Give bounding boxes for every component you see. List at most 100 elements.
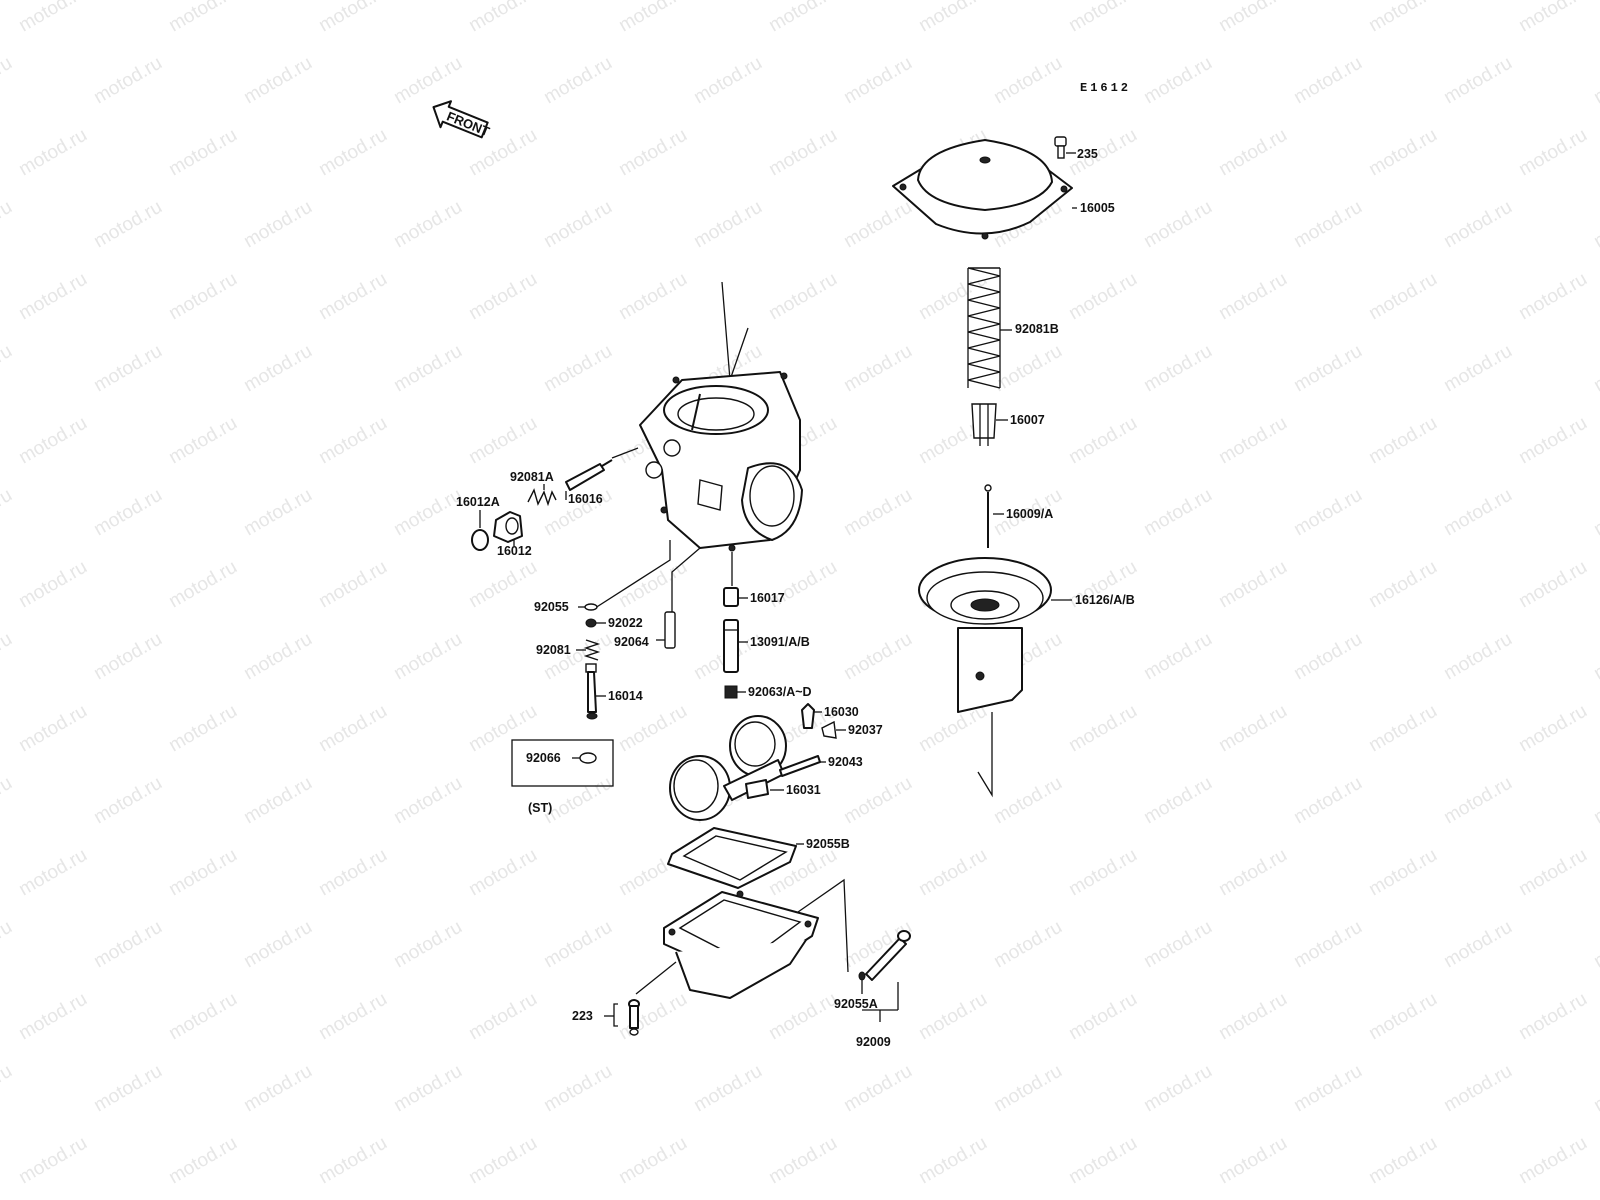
watermark-text: motod.ru <box>990 53 1065 109</box>
watermark-text: motod.ru <box>1590 197 1600 253</box>
watermark-text: motod.ru <box>390 341 465 397</box>
watermark-text: motod.ru <box>1065 1133 1140 1189</box>
watermark-text: motod.ru <box>1440 629 1515 685</box>
watermark-text: motod.ru <box>315 269 390 325</box>
watermark-text: motod.ru <box>465 413 540 469</box>
watermark-text: motod.ru <box>165 1133 240 1189</box>
watermark-text: motod.ru <box>915 845 990 901</box>
watermark-text: motod.ru <box>15 413 90 469</box>
watermark-text: motod.ru <box>1515 0 1590 36</box>
watermark-text: motod.ru <box>1515 413 1590 469</box>
watermark-text: motod.ru <box>465 701 540 757</box>
watermark-text: motod.ru <box>765 269 840 325</box>
watermark-text: motod.ru <box>1590 485 1600 541</box>
watermark-text: motod.ru <box>1065 0 1140 36</box>
watermark-text: motod.ru <box>1140 485 1215 541</box>
watermark-text: motod.ru <box>240 917 315 973</box>
watermark-text: motod.ru <box>1365 0 1440 36</box>
watermark-text: motod.ru <box>465 557 540 613</box>
watermark-text: motod.ru <box>690 1061 765 1117</box>
watermark-text: motod.ru <box>15 269 90 325</box>
watermark-text: motod.ru <box>1065 701 1140 757</box>
watermark-text: motod.ru <box>1290 53 1365 109</box>
label-92055b: 92055B <box>806 837 850 851</box>
part-16031-float <box>669 715 787 821</box>
watermark-text: motod.ru <box>1140 629 1215 685</box>
watermark-text: motod.ru <box>165 413 240 469</box>
watermark-text: motod.ru <box>1140 917 1215 973</box>
watermark-text: motod.ru <box>1590 1061 1600 1117</box>
watermark-text: motod.ru <box>1065 269 1140 325</box>
label-92043: 92043 <box>828 755 863 769</box>
part-92064-pilot-jet <box>656 611 676 649</box>
label-16126ab: 16126/A/B <box>1075 593 1135 607</box>
watermark-text: motod.ru <box>390 629 465 685</box>
label-16012: 16012 <box>497 544 532 558</box>
watermark-text: motod.ru <box>1065 989 1140 1045</box>
watermark-text: motod.ru <box>165 269 240 325</box>
watermark-text: motod.ru <box>1140 197 1215 253</box>
watermark-text: motod.ru <box>15 701 90 757</box>
part-16012-cap <box>493 511 523 546</box>
part-16030-float-valve <box>801 703 822 729</box>
label-223: 223 <box>572 1009 593 1023</box>
watermark-text: motod.ru <box>315 557 390 613</box>
watermark-text: motod.ru <box>840 485 915 541</box>
watermark-text: motod.ru <box>1215 557 1290 613</box>
watermark-text: motod.ru <box>390 53 465 109</box>
label-92055: 92055 <box>534 600 569 614</box>
watermark-text: motod.ru <box>0 485 16 541</box>
watermark-text: motod.ru <box>1515 1133 1590 1189</box>
label-92009: 92009 <box>856 1035 891 1049</box>
watermark-text: motod.ru <box>990 1061 1065 1117</box>
watermark-text: motod.ru <box>1290 485 1365 541</box>
label-16014: 16014 <box>608 689 643 703</box>
watermark-text: motod.ru <box>1215 845 1290 901</box>
watermark-text: motod.ru <box>1515 845 1590 901</box>
watermark-text: motod.ru <box>90 917 165 973</box>
watermark-text: motod.ru <box>165 0 240 36</box>
label-16012a: 16012A <box>456 495 500 509</box>
watermark-text: motod.ru <box>90 341 165 397</box>
watermark-text: motod.ru <box>540 53 615 109</box>
watermark-text: motod.ru <box>315 413 390 469</box>
label-16031: 16031 <box>786 783 821 797</box>
part-92043-pin <box>779 755 826 777</box>
watermark-text: motod.ru <box>1215 269 1290 325</box>
watermark-text: motod.ru <box>915 0 990 36</box>
watermark-text: motod.ru <box>615 269 690 325</box>
watermark-text: motod.ru <box>0 773 16 829</box>
watermark-text: motod.ru <box>615 989 690 1045</box>
watermark-text: motod.ru <box>1515 125 1590 181</box>
watermark-text: motod.ru <box>90 197 165 253</box>
watermark-text: motod.ru <box>1365 413 1440 469</box>
label-92081: 92081 <box>536 643 571 657</box>
watermark-text: motod.ru <box>1290 1061 1365 1117</box>
watermark-text: motod.ru <box>165 557 240 613</box>
diagram-code: E1612 <box>1080 81 1131 95</box>
watermark-text: motod.ru <box>765 989 840 1045</box>
watermark-text: motod.ru <box>1515 989 1590 1045</box>
watermark-text: motod.ru <box>15 1133 90 1189</box>
watermark-text: motod.ru <box>1290 197 1365 253</box>
watermark-text: motod.ru <box>615 1133 690 1189</box>
watermark-text: motod.ru <box>1590 773 1600 829</box>
watermark-text: motod.ru <box>1590 629 1600 685</box>
watermark-text: motod.ru <box>915 1133 990 1189</box>
watermark-text: motod.ru <box>0 629 16 685</box>
watermark-text: motod.ru <box>840 53 915 109</box>
watermark-text: motod.ru <box>690 53 765 109</box>
watermark-text: motod.ru <box>765 0 840 36</box>
label-92064: 92064 <box>614 635 649 649</box>
part-13091ab-needle-jet-holder <box>723 619 748 673</box>
label-16030: 16030 <box>824 705 859 719</box>
watermark-text: motod.ru <box>240 629 315 685</box>
watermark-text: motod.ru <box>1590 917 1600 973</box>
watermark-text: motod.ru <box>1140 53 1215 109</box>
watermark-text: motod.ru <box>15 557 90 613</box>
watermark-text: motod.ru <box>390 917 465 973</box>
watermark-text: motod.ru <box>1140 773 1215 829</box>
watermark-text: motod.ru <box>840 197 915 253</box>
watermark-text: motod.ru <box>840 1061 915 1117</box>
